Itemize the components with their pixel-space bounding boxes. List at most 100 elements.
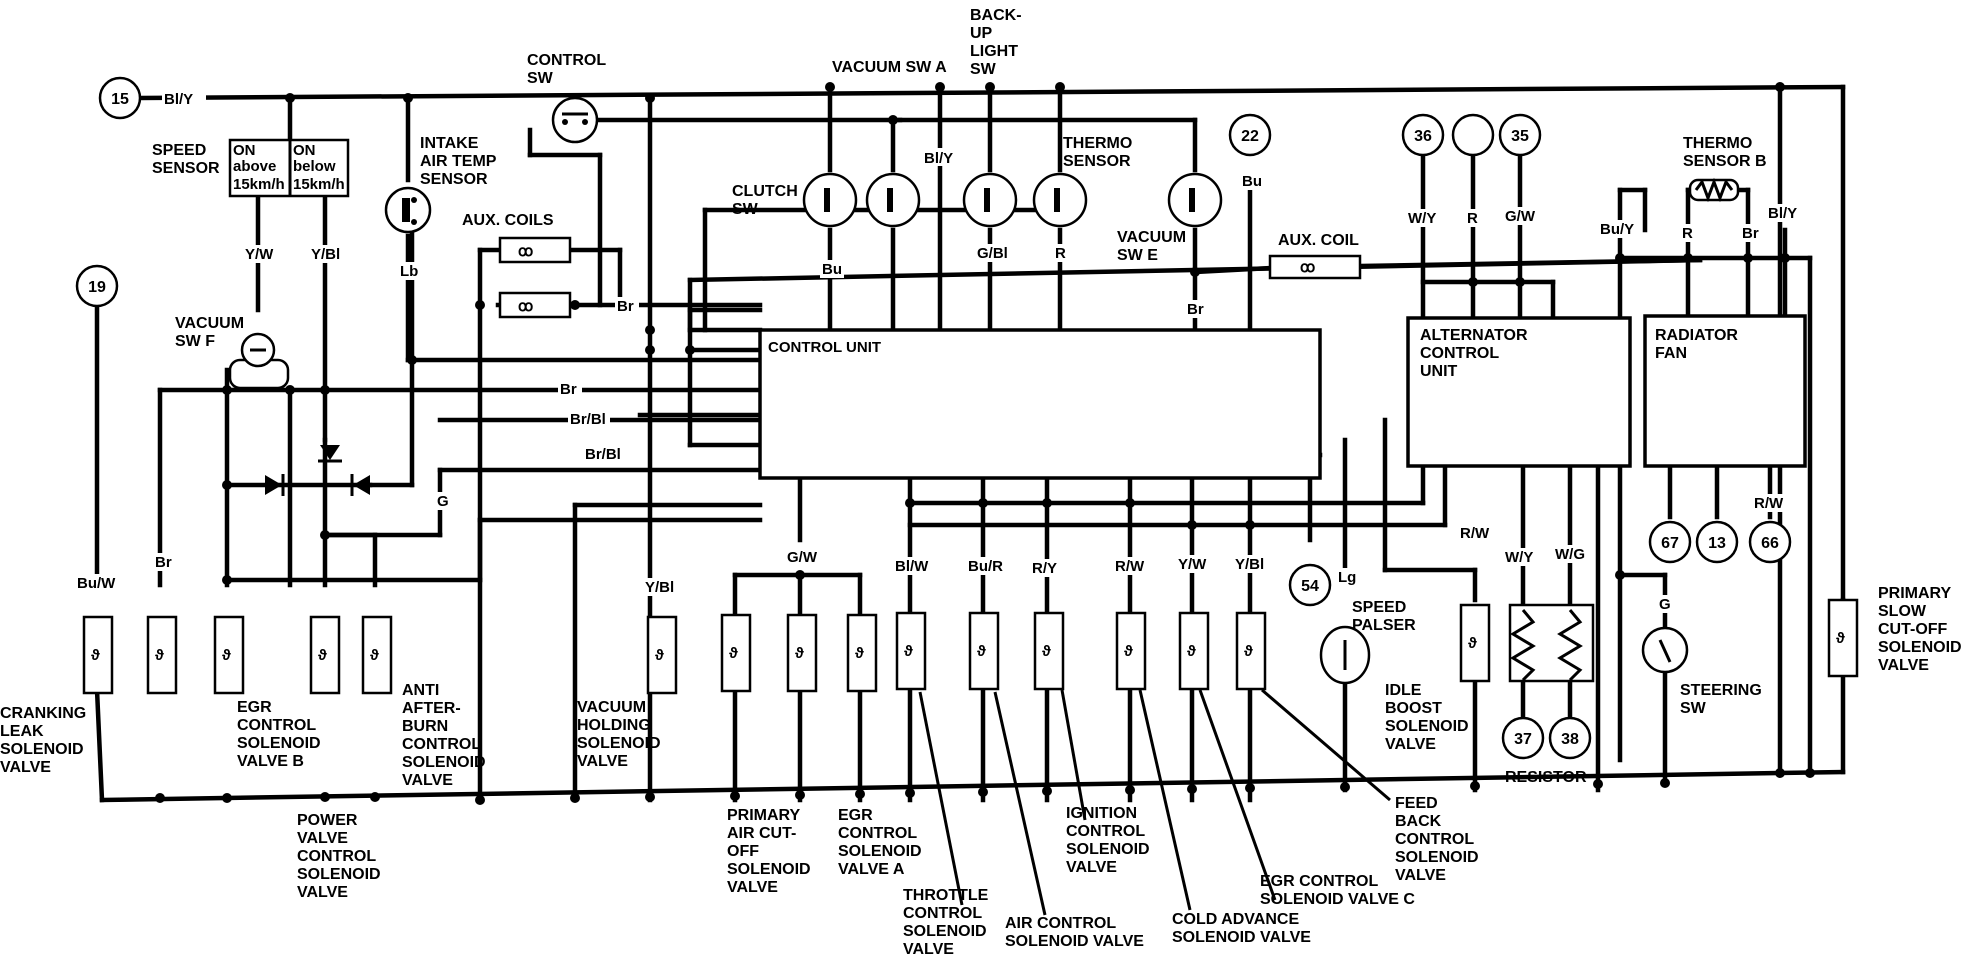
steering-label-2: SW bbox=[1680, 700, 1707, 717]
bottom-labels: CRANKING LEAK SOLENOID VALVE EGR CONTROL… bbox=[0, 585, 1962, 958]
alternator-label-3: UNIT bbox=[1420, 363, 1458, 380]
thermo-b-label-1: THERMO bbox=[1683, 135, 1752, 152]
speed-above-1: ON bbox=[233, 142, 256, 159]
wire-blw: Bl/W bbox=[895, 558, 929, 575]
svg-text:ϑ: ϑ bbox=[222, 647, 231, 664]
radiator-label-1: RADIATOR bbox=[1655, 327, 1738, 344]
clutch-sw-label-1: CLUTCH bbox=[732, 183, 798, 200]
wire-ybl-speed: Y/Bl bbox=[311, 246, 340, 263]
connector-blank bbox=[1451, 113, 1495, 157]
ignition-label-4: VALVE bbox=[1066, 859, 1117, 876]
svg-text:ꝏ: ꝏ bbox=[518, 298, 533, 315]
ignition-label-3: SOLENOID bbox=[1066, 841, 1150, 858]
vacuum-sw-e-label-2: SW E bbox=[1117, 247, 1158, 264]
egr-c-label-1: EGR CONTROL bbox=[1260, 873, 1378, 890]
vacuum-sw-e: VACUUM SW E bbox=[1117, 172, 1223, 264]
svg-text:15: 15 bbox=[111, 91, 129, 108]
intake-air-temp-sensor: INTAKE AIR TEMP SENSOR bbox=[384, 135, 497, 234]
svg-text:35: 35 bbox=[1511, 128, 1529, 145]
thermo-sensor: THERMO SENSOR bbox=[1032, 135, 1132, 228]
intake-label-1: INTAKE bbox=[420, 135, 479, 152]
speed-sensor: ON above 15km/h ON below 15km/h bbox=[228, 138, 350, 198]
feedback-label-2: BACK bbox=[1395, 813, 1442, 830]
throttle-label-2: CONTROL bbox=[903, 905, 982, 922]
svg-text:ϑ: ϑ bbox=[1468, 635, 1477, 652]
control-sw-label-2: SW bbox=[527, 70, 554, 87]
anti-label-3: BURN bbox=[402, 718, 448, 735]
vacuum-sw-e-label-1: VACUUM bbox=[1117, 229, 1186, 246]
radiator-label-2: FAN bbox=[1655, 345, 1687, 362]
connector-37: 37 bbox=[1501, 716, 1545, 760]
solenoid-coils: ϑ ϑ ϑ ϑ ϑ ϑ ϑ ϑ ϑ ϑ ϑ ϑ ϑ ϑ ϑ ϑ ϑ bbox=[82, 598, 1859, 695]
connector-35: 35 bbox=[1498, 113, 1542, 157]
air-control-label-2: SOLENOID VALVE bbox=[1005, 933, 1144, 950]
connector-22: 22 bbox=[1228, 113, 1272, 157]
cranking-label-4: VALVE bbox=[0, 759, 51, 776]
wire-lg: Lg bbox=[1338, 569, 1356, 586]
speed-palser-label-1: SPEED bbox=[1352, 599, 1406, 616]
primary-air-label-5: VALVE bbox=[727, 879, 778, 896]
wire-gbl: G/Bl bbox=[977, 245, 1008, 262]
wire-wg-res: W/G bbox=[1555, 546, 1585, 563]
wire-gw-35: G/W bbox=[1505, 208, 1536, 225]
wire-rw: R/W bbox=[1115, 558, 1145, 575]
speed-palser: SPEED PALSER bbox=[1319, 599, 1416, 685]
primary-slow-label-4: SOLENOID bbox=[1878, 639, 1962, 656]
ignition-label-2: CONTROL bbox=[1066, 823, 1145, 840]
egr-a-label-4: VALVE A bbox=[838, 861, 905, 878]
primary-air-label-1: PRIMARY bbox=[727, 807, 801, 824]
wire-br-h1: Br bbox=[560, 381, 577, 398]
svg-text:19: 19 bbox=[88, 279, 106, 296]
vacuum-holding-label-2: HOLDING bbox=[577, 717, 651, 734]
connector-36: 36 bbox=[1401, 113, 1445, 157]
alternator-control-unit: ALTERNATOR CONTROL UNIT bbox=[1406, 316, 1632, 468]
thermo-b-label-2: SENSOR B bbox=[1683, 153, 1767, 170]
aux-coil: ꝏ AUX. COIL bbox=[1268, 232, 1362, 280]
junction-dots bbox=[155, 82, 1815, 805]
wire-wy-res: W/Y bbox=[1505, 549, 1533, 566]
wire-br-vace: Br bbox=[1187, 301, 1204, 318]
primary-slow-label-5: VALVE bbox=[1878, 657, 1929, 674]
svg-text:ϑ: ϑ bbox=[318, 647, 327, 664]
primary-slow-label-3: CUT-OFF bbox=[1878, 621, 1948, 638]
vacuum-holding-label-4: VALVE bbox=[577, 753, 628, 770]
svg-text:54: 54 bbox=[1301, 578, 1319, 595]
anti-label-6: VALVE bbox=[402, 772, 453, 789]
wire-bu-22: Bu bbox=[1242, 173, 1262, 190]
wire-br-crank: Br bbox=[155, 554, 172, 571]
backup-label-1: BACK- bbox=[970, 7, 1022, 24]
resistor: RESISTOR bbox=[1505, 603, 1595, 786]
anti-label-1: ANTI bbox=[402, 682, 439, 699]
thermo-sensor-b: THERMO SENSOR B bbox=[1683, 135, 1767, 203]
wire-bur: Bu/R bbox=[968, 558, 1003, 575]
svg-text:37: 37 bbox=[1514, 731, 1532, 748]
wire-r-thermob: R bbox=[1682, 225, 1693, 242]
speed-above-3: 15km/h bbox=[233, 176, 285, 193]
svg-text:36: 36 bbox=[1414, 128, 1432, 145]
svg-text:ϑ: ϑ bbox=[1124, 643, 1133, 660]
egr-b-label-4: VALVE B bbox=[237, 753, 304, 770]
wire-lb: Lb bbox=[400, 263, 418, 280]
control-unit: CONTROL UNIT bbox=[758, 328, 1322, 480]
egr-b-label-1: EGR bbox=[237, 699, 272, 716]
throttle-label-4: VALVE bbox=[903, 941, 954, 958]
anti-label-2: AFTER- bbox=[402, 700, 461, 717]
power-label-1: POWER bbox=[297, 812, 358, 829]
svg-text:ϑ: ϑ bbox=[155, 647, 164, 664]
thermo-label-2: SENSOR bbox=[1063, 153, 1131, 170]
backup-label-4: SW bbox=[970, 61, 997, 78]
svg-text:ꝏ: ꝏ bbox=[1300, 259, 1315, 276]
aux-coils: ꝏ ꝏ AUX. COILS bbox=[462, 212, 572, 319]
wire-bu-clutch: Bu bbox=[822, 261, 842, 278]
steering-sw: STEERING SW bbox=[1641, 626, 1762, 717]
egr-a-label-1: EGR bbox=[838, 807, 873, 824]
feedback-label-5: VALVE bbox=[1395, 867, 1446, 884]
vacuum-sw-f: VACUUM SW F bbox=[175, 315, 290, 390]
power-label-4: SOLENOID bbox=[297, 866, 381, 883]
speed-below-3: 15km/h bbox=[293, 176, 345, 193]
egr-a-label-2: CONTROL bbox=[838, 825, 917, 842]
cold-advance-label-1: COLD ADVANCE bbox=[1172, 911, 1299, 928]
power-label-5: VALVE bbox=[297, 884, 348, 901]
speed-sensor-label-2: SENSOR bbox=[152, 160, 220, 177]
